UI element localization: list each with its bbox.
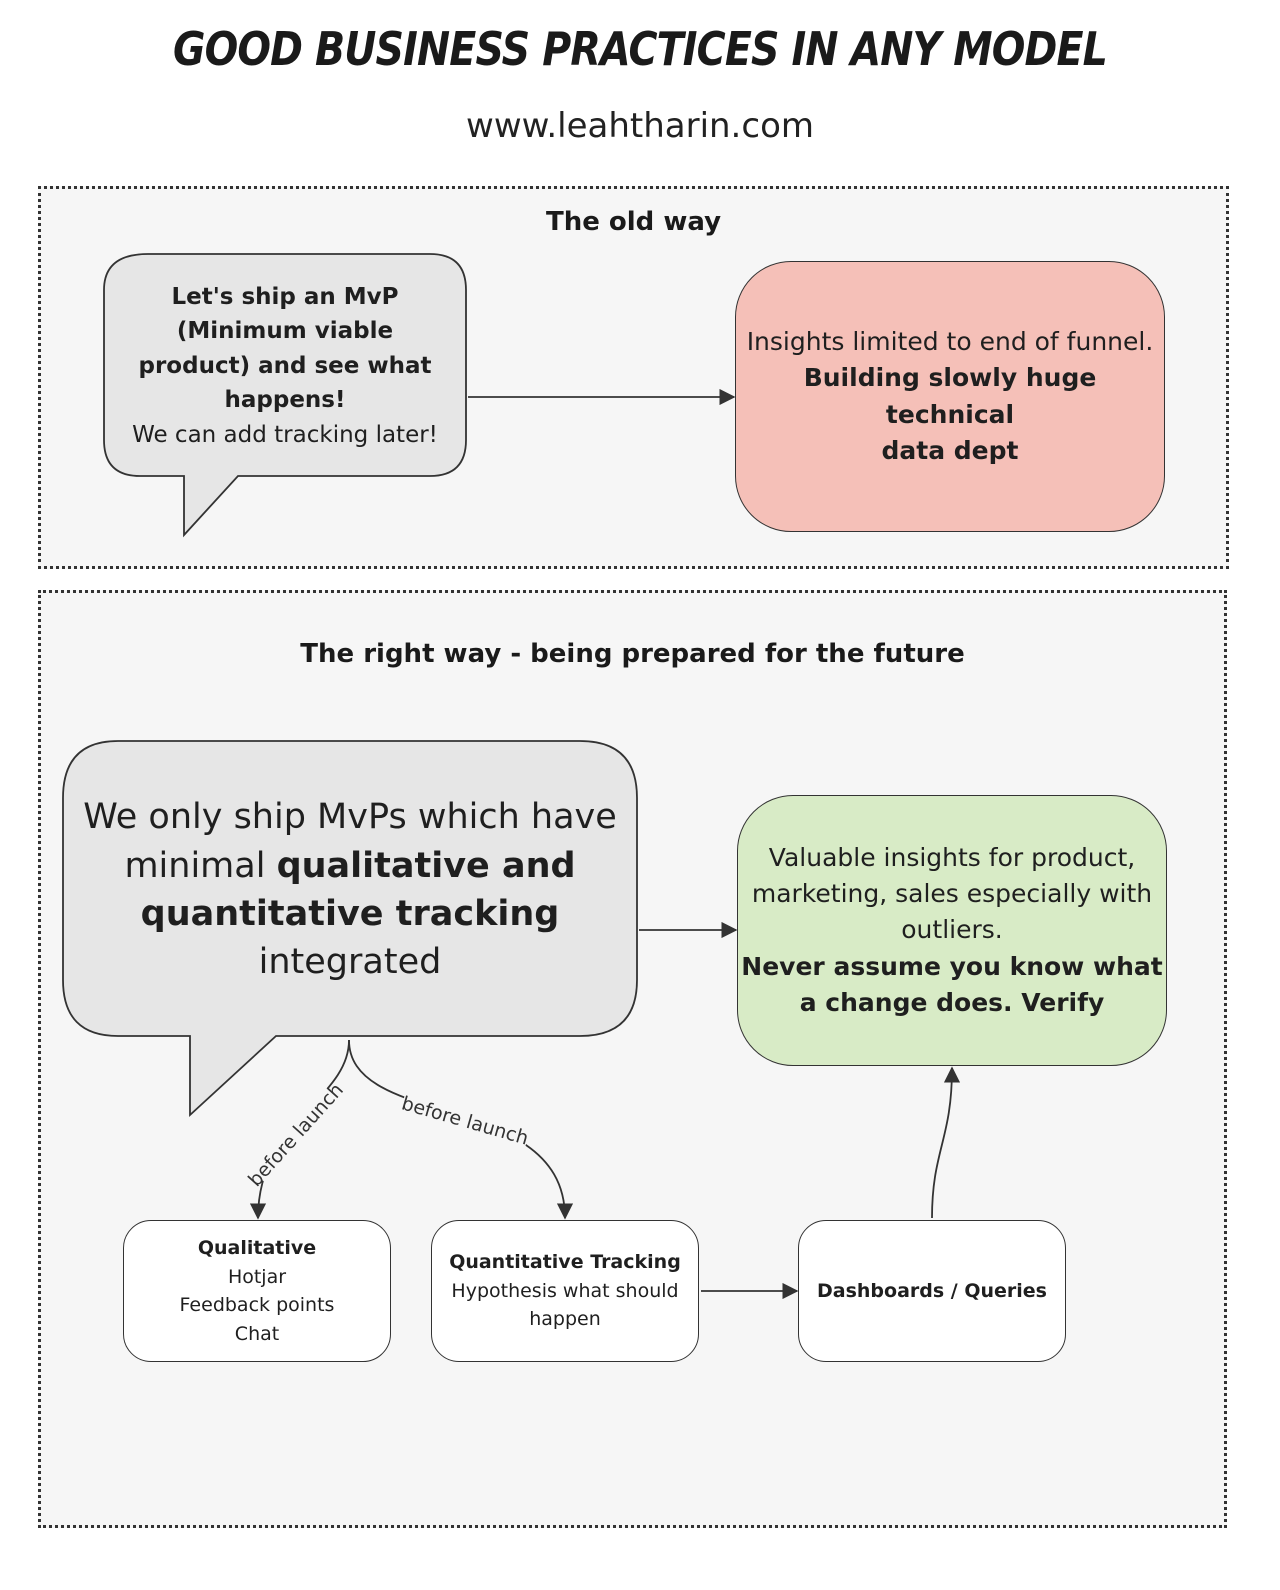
right-way-result-line: a change does. Verify [799, 987, 1105, 1017]
qualitative-item: Chat [234, 1322, 280, 1345]
quantitative-line: happen [529, 1308, 601, 1331]
quantitative-box: Quantitative Tracking Hypothesis what sh… [431, 1220, 699, 1362]
right-way-bubble-line-bold: qualitative and [276, 845, 576, 886]
right-way-result-line: marketing, sales especially with [751, 879, 1153, 909]
old-way-result-line: Insights limited to end of funnel. [746, 327, 1154, 356]
right-way-bubble-line-normal: minimal [124, 845, 277, 886]
right-way-title: The right way - being prepared for the f… [300, 639, 965, 669]
right-way-bubble-line: integrated [258, 942, 442, 983]
old-way-bubble-line: We can add tracking later! [132, 421, 438, 448]
old-way-speech-bubble [103, 253, 467, 538]
edge-label-left: before launch [244, 1079, 348, 1191]
right-way-bubble-line: quantitative tracking [140, 894, 560, 934]
right-way-result-box: Valuable insights for product, marketing… [737, 795, 1167, 1066]
right-way-result-line: Never assume you know what [741, 951, 1163, 981]
old-way-bubble-line: Let's ship an MvP [171, 283, 399, 310]
old-way-result-line: data dept [881, 435, 1019, 465]
dashboards-box: Dashboards / Queries [798, 1220, 1066, 1362]
website-url: www.leahtharin.com [466, 106, 814, 146]
right-way-speech-bubble [62, 740, 638, 1118]
qualitative-item: Feedback points [179, 1294, 335, 1316]
right-way-result-line: outliers. [901, 915, 1003, 945]
right-way-bubble-line: We only ship MvPs which have [83, 797, 617, 838]
old-way-result-line: Building slowly huge technical [803, 363, 1097, 429]
old-way-bubble-line: (Minimum viable [176, 318, 394, 345]
quantitative-line: Hypothesis what should [451, 1279, 679, 1302]
page-title: GOOD BUSINESS PRACTICES IN ANY MODEL [172, 22, 1108, 76]
old-way-bubble-line: happens! [224, 387, 346, 414]
qualitative-item: Hotjar [227, 1265, 287, 1288]
qualitative-box: Qualitative Hotjar Feedback points Chat [123, 1220, 391, 1362]
old-way-result-box: Insights limited to end of funnel. Build… [735, 261, 1165, 532]
old-way-bubble-line: product) and see what [138, 352, 432, 379]
dashboards-to-result-arrow [931, 1066, 961, 1219]
right-way-bubble-text: We only ship MvPs which have minimal qua… [70, 750, 630, 1030]
quantitative-title: Quantitative Tracking [449, 1251, 681, 1274]
right-way-bubble-line: minimal qualitative and [124, 842, 575, 890]
old-way-bubble-text: Let's ship an MvP (Minimum viable produc… [108, 262, 462, 470]
dashboards-title: Dashboards / Queries [817, 1279, 1047, 1302]
old-way-title: The old way [545, 207, 722, 237]
qualitative-title: Qualitative [197, 1237, 317, 1259]
right-way-result-line: Valuable insights for product, [768, 842, 1136, 872]
